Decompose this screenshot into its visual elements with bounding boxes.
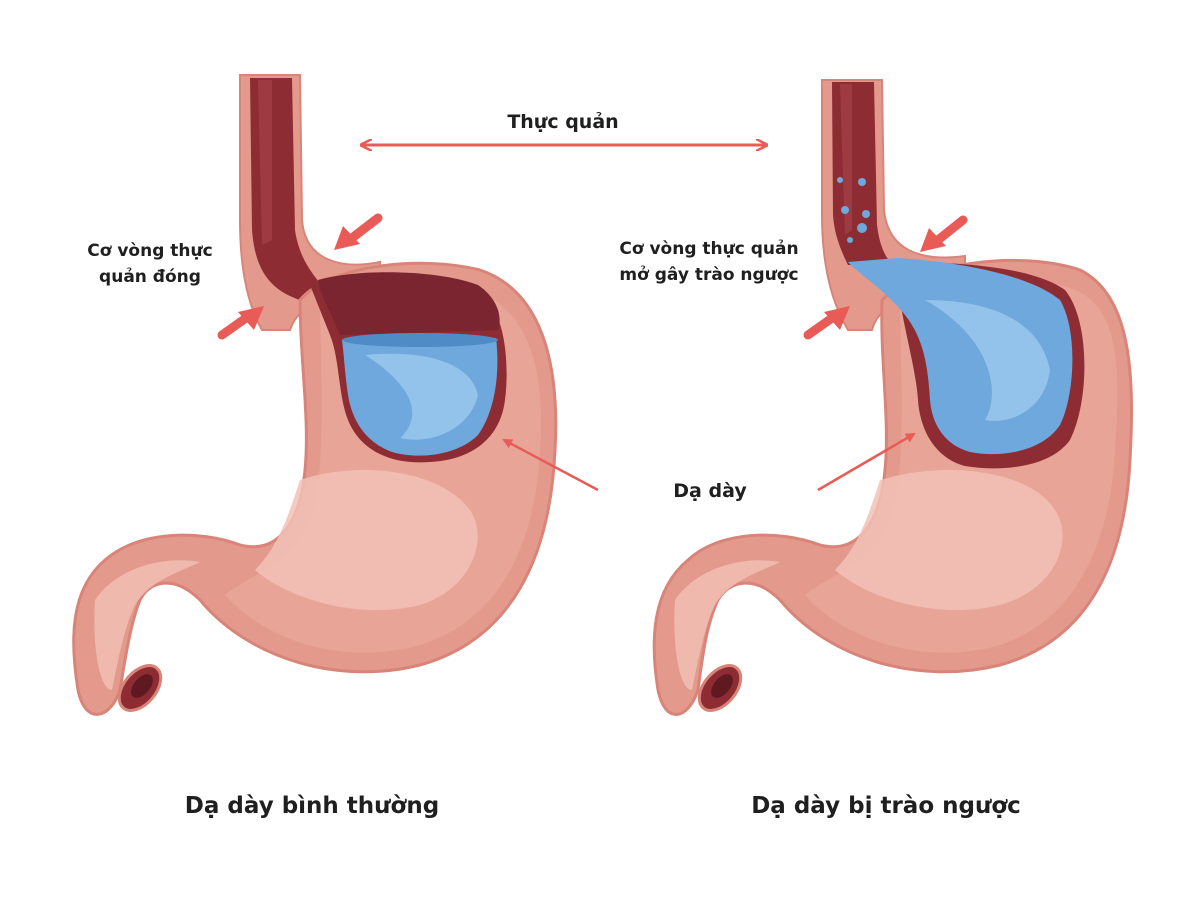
- normal-stomach: [72, 74, 558, 716]
- reflux-bubble: [847, 237, 853, 243]
- normal-sphincter-arrow-upper: [334, 213, 383, 250]
- stomach-pointer-right: [817, 432, 916, 492]
- caption-normal-stomach: Dạ dày bình thường: [184, 793, 440, 819]
- normal-stomach-highlight: [255, 470, 478, 611]
- esophagus-label: Thực quản: [507, 111, 619, 133]
- sphincter-closed-label: Cơ vòng thực quản đóng: [60, 238, 240, 290]
- reflux-stomach-highlight: [835, 470, 1063, 611]
- reflux-bubble: [858, 178, 866, 186]
- sphincter-open-line2: mở gây trào ngược: [619, 265, 799, 285]
- sphincter-closed-line1: Cơ vòng thực: [87, 241, 213, 261]
- stomach-label: Dạ dày: [673, 480, 747, 502]
- reflux-bubble: [841, 206, 849, 214]
- reflux-bubble: [857, 223, 867, 233]
- sphincter-open-label: Cơ vòng thực quản mở gây trào ngược: [590, 236, 828, 288]
- sphincter-closed-line2: quản đóng: [99, 267, 201, 287]
- caption-reflux-stomach: Dạ dày bị trào ngược: [751, 793, 1021, 819]
- reflux-sphincter-arrow-upper: [920, 215, 968, 252]
- reflux-stomach: [652, 79, 1134, 716]
- normal-sphincter-arrow-lower: [217, 306, 264, 340]
- reflux-bubble: [862, 210, 870, 218]
- reflux-sphincter-arrow-lower: [803, 306, 850, 340]
- stomach-pointer-left: [502, 438, 599, 492]
- sphincter-open-line1: Cơ vòng thực quản: [619, 239, 799, 259]
- reflux-bubble: [837, 177, 843, 183]
